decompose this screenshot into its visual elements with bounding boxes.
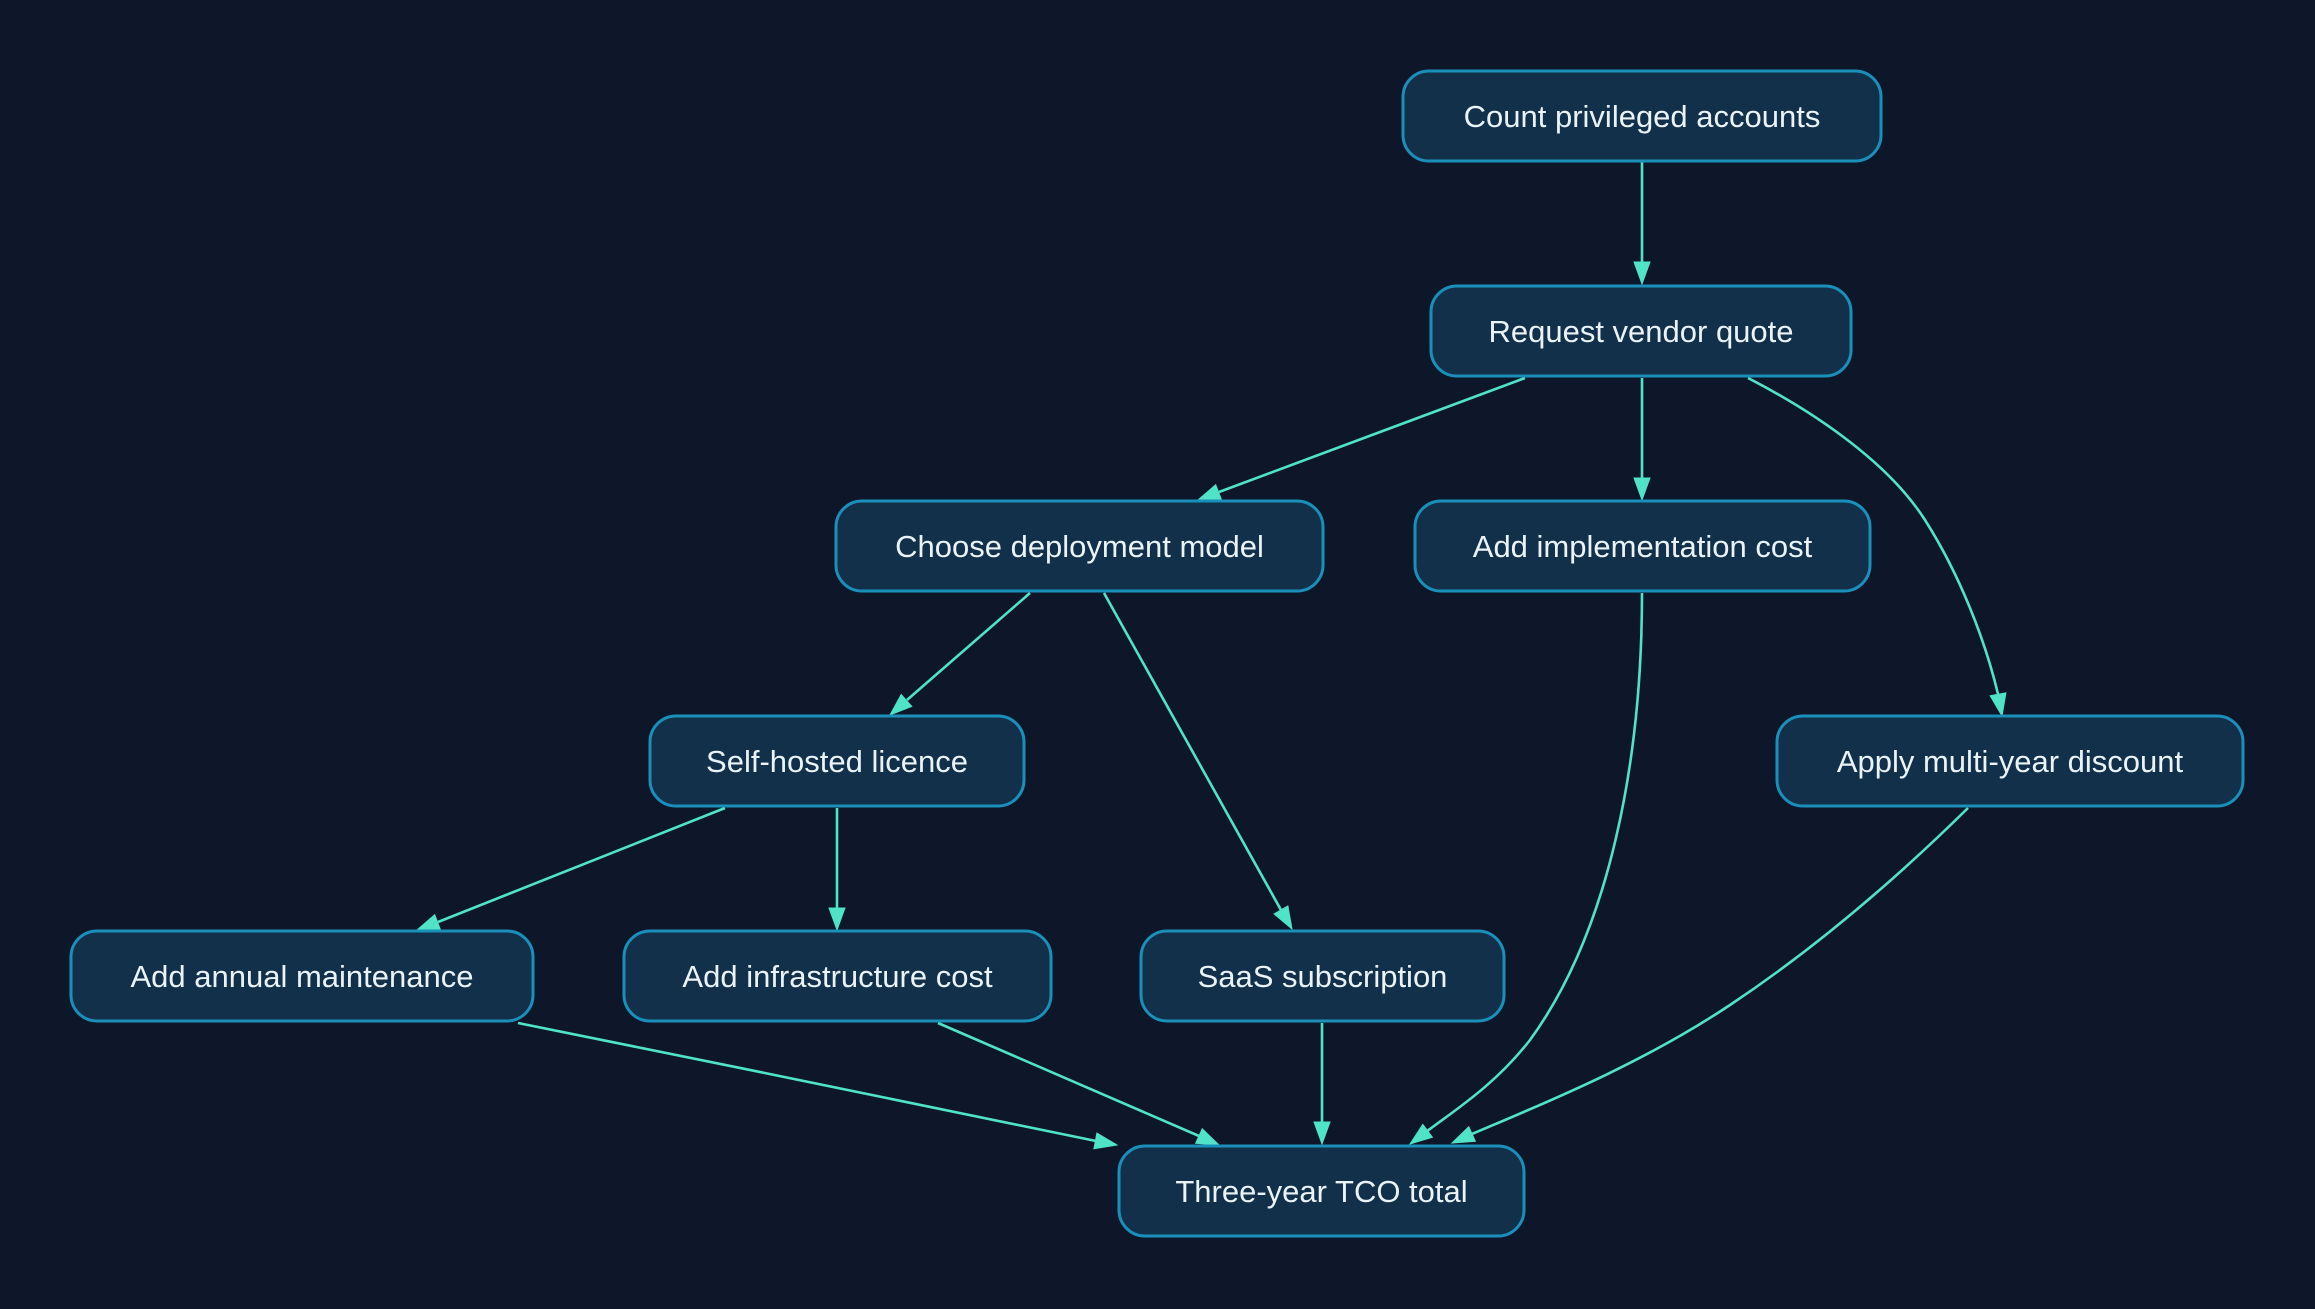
edge-deploy-to-selfhost bbox=[888, 592, 1031, 716]
edge-line bbox=[1218, 376, 1526, 494]
edge-saas-to-total bbox=[1313, 1023, 1331, 1146]
edge-maint-to-total bbox=[517, 1021, 1119, 1150]
node-total[interactable]: Three-year TCO total bbox=[1117, 1144, 1526, 1238]
arrowhead-icon bbox=[1408, 1123, 1434, 1145]
edge-line bbox=[1471, 807, 1969, 1136]
edge-selfhost-to-infra bbox=[828, 808, 846, 932]
node-label: Add implementation cost bbox=[1473, 529, 1813, 564]
arrowhead-icon bbox=[1273, 905, 1293, 931]
edge-quote-to-discount bbox=[1747, 376, 2007, 718]
arrowhead-icon bbox=[1093, 1132, 1119, 1150]
node-infra[interactable]: Add infrastructure cost bbox=[622, 929, 1053, 1023]
node-selfhost[interactable]: Self-hosted licence bbox=[648, 714, 1026, 808]
node-box bbox=[648, 714, 1026, 808]
edge-line bbox=[517, 1021, 1097, 1143]
edge-line bbox=[1102, 592, 1283, 911]
edge-infra-to-total bbox=[937, 1021, 1221, 1146]
node-deploy[interactable]: Choose deployment model bbox=[834, 499, 1325, 593]
node-label: Three-year TCO total bbox=[1175, 1174, 1467, 1209]
edge-impl-to-total bbox=[1408, 592, 1644, 1145]
node-box bbox=[834, 499, 1325, 593]
node-label: Choose deployment model bbox=[895, 529, 1264, 564]
node-label: SaaS subscription bbox=[1198, 959, 1448, 994]
edge-deploy-to-saas bbox=[1102, 592, 1293, 931]
edge-discount-to-total bbox=[1450, 807, 1969, 1144]
node-label: Apply multi-year discount bbox=[1837, 744, 2184, 779]
node-saas[interactable]: SaaS subscription bbox=[1139, 929, 1506, 1023]
node-box bbox=[1413, 499, 1872, 593]
node-maint[interactable]: Add annual maintenance bbox=[69, 929, 535, 1023]
node-label: Add infrastructure cost bbox=[682, 959, 993, 994]
edges-layer bbox=[415, 161, 2007, 1150]
edge-line bbox=[1747, 376, 2000, 695]
node-box bbox=[69, 929, 535, 1023]
node-box bbox=[1429, 284, 1853, 378]
arrowhead-icon bbox=[1313, 1121, 1331, 1146]
node-box bbox=[1139, 929, 1506, 1023]
node-quote[interactable]: Request vendor quote bbox=[1429, 284, 1853, 378]
arrowhead-icon bbox=[1633, 261, 1651, 286]
node-box bbox=[622, 929, 1053, 1023]
edge-quote-to-impl bbox=[1633, 378, 1651, 502]
edge-line bbox=[1425, 592, 1644, 1134]
arrowhead-icon bbox=[1989, 692, 2007, 718]
arrowhead-icon bbox=[828, 907, 846, 932]
edge-line bbox=[437, 806, 726, 924]
arrowhead-icon bbox=[1450, 1125, 1477, 1144]
node-label: Request vendor quote bbox=[1488, 314, 1793, 349]
node-label: Add annual maintenance bbox=[131, 959, 474, 994]
arrowhead-icon bbox=[888, 693, 913, 716]
node-label: Count privileged accounts bbox=[1464, 99, 1821, 134]
node-discount[interactable]: Apply multi-year discount bbox=[1775, 714, 2245, 808]
node-label: Self-hosted licence bbox=[706, 744, 968, 779]
arrowhead-icon bbox=[1194, 1127, 1221, 1146]
node-impl[interactable]: Add implementation cost bbox=[1413, 499, 1872, 593]
node-count[interactable]: Count privileged accounts bbox=[1401, 69, 1883, 163]
edge-line bbox=[937, 1021, 1200, 1138]
node-box bbox=[1401, 69, 1883, 163]
edge-count-to-quote bbox=[1633, 161, 1651, 286]
node-box bbox=[1775, 714, 2245, 808]
node-box bbox=[1117, 1144, 1526, 1238]
arrowhead-icon bbox=[1633, 477, 1651, 502]
edge-line bbox=[906, 592, 1031, 701]
